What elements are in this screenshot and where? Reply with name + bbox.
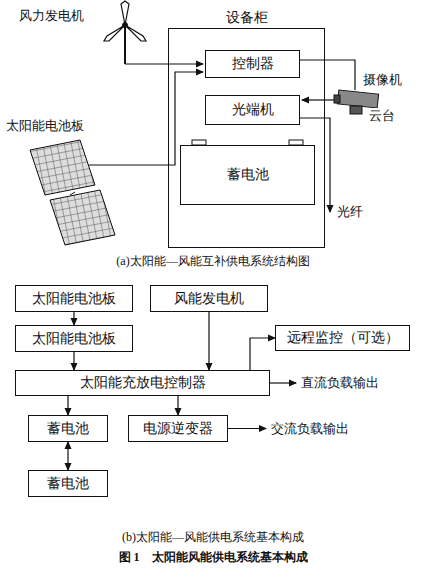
connector bbox=[250, 338, 275, 370]
box-text: 光端机 bbox=[232, 102, 274, 118]
solar-panel bbox=[30, 140, 115, 245]
process-box: 蓄电池 bbox=[180, 145, 315, 205]
process-box: 电源逆变器 bbox=[128, 415, 228, 442]
connector bbox=[67, 396, 68, 415]
process-box: 控制器 bbox=[205, 50, 300, 78]
sub-caption: (a)太阳能—风能互补供电系统结构图 bbox=[115, 254, 310, 269]
process-box: 太阳能充放电控制器 bbox=[15, 370, 270, 396]
cabinet-heading: 设备柜 bbox=[168, 10, 325, 26]
video-wire bbox=[302, 99, 334, 100]
box-text: 太阳能充放电控制器 bbox=[80, 375, 206, 391]
box-text: 蓄电池 bbox=[227, 167, 269, 183]
box-text: 蓄电池 bbox=[47, 476, 89, 492]
box-text: 远程监控（可选） bbox=[287, 330, 399, 346]
box-text: 控制器 bbox=[232, 56, 274, 72]
part-label: 云台 bbox=[368, 108, 396, 123]
part-label: 光纤 bbox=[336, 204, 364, 219]
part-label: 交流负载输出 bbox=[270, 421, 350, 436]
connector bbox=[177, 396, 178, 415]
part-label: 直流负载输出 bbox=[300, 375, 380, 390]
process-box: 太阳能电池板 bbox=[15, 325, 133, 352]
box-text: 蓄电池 bbox=[47, 421, 89, 437]
camera-wire bbox=[300, 60, 355, 90]
process-box: 蓄电池 bbox=[28, 415, 108, 442]
box-text: 电源逆变器 bbox=[143, 421, 213, 437]
process-box: 太阳能电池板 bbox=[15, 285, 133, 312]
box-text: 风能发电机 bbox=[174, 291, 244, 307]
box-text: 太阳能电池板 bbox=[32, 291, 116, 307]
wind-turbine bbox=[104, 1, 146, 64]
output-arrow bbox=[270, 382, 296, 383]
connector bbox=[73, 312, 74, 325]
connector bbox=[208, 312, 209, 370]
box-text: 太阳能电池板 bbox=[32, 331, 116, 347]
part-label: 摄像机 bbox=[362, 72, 403, 87]
process-box: 风能发电机 bbox=[150, 285, 268, 312]
figure-caption: 图 1 太阳能风能供电系统基本构成 bbox=[118, 550, 309, 565]
process-box: 远程监控（可选） bbox=[275, 325, 410, 351]
part-label: 太阳能电池板 bbox=[5, 118, 85, 133]
connector bbox=[73, 352, 74, 370]
connector bbox=[67, 442, 68, 470]
cabinet-box: 设备柜控制器光端机蓄电池 bbox=[168, 10, 325, 248]
process-box: 蓄电池 bbox=[28, 470, 108, 497]
wind-wire bbox=[125, 63, 203, 64]
part-label: 风力发电机 bbox=[18, 8, 85, 23]
sub-caption: (b)太阳能—风能供电系统基本构成 bbox=[121, 530, 305, 545]
process-box: 光端机 bbox=[205, 95, 300, 125]
output-arrow bbox=[228, 428, 266, 429]
